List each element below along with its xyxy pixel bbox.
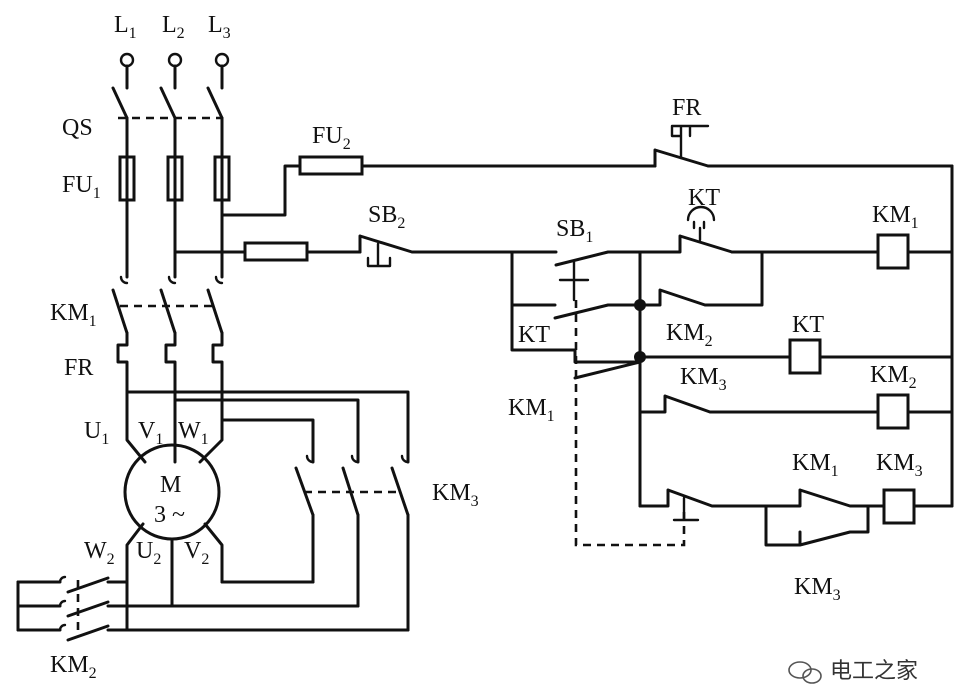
- fr-nc-contact: [653, 124, 954, 168]
- label-km3-aux: KM3: [794, 574, 841, 604]
- fu1-fuses: [118, 155, 231, 279]
- km3-coil: [882, 488, 916, 525]
- label-u2: U2: [136, 538, 161, 568]
- label-w2: W2: [84, 538, 115, 568]
- kt-timed-contact: [638, 205, 880, 254]
- km2-main-contacts: [16, 575, 174, 642]
- sb2-stop-button[interactable]: [358, 234, 514, 268]
- label-km1-nc: KM1: [792, 450, 839, 480]
- label-l3: L3: [208, 12, 231, 42]
- label-w1: W1: [178, 418, 209, 448]
- label-m: M: [160, 472, 181, 498]
- watermark-text: 电工之家: [830, 659, 918, 684]
- label-l2: L2: [162, 12, 185, 42]
- label-fu1: FU1: [62, 172, 101, 202]
- km3-nc-contact: [638, 394, 880, 414]
- kt-coil: [788, 338, 822, 375]
- label-sb2: SB2: [368, 202, 405, 232]
- label-km2-main: KM2: [50, 652, 97, 682]
- terminal-l1: [119, 52, 135, 68]
- label-kt-coil: KT: [792, 312, 824, 338]
- label-qs: QS: [62, 115, 93, 141]
- kt-nc-bottom: [638, 488, 768, 522]
- label-v1: V1: [138, 418, 163, 448]
- label-km3-main: KM3: [432, 480, 479, 510]
- km1-aux-contact: [573, 348, 642, 380]
- fr-thermal-elements: [116, 331, 224, 374]
- watermark: 电工之家: [788, 659, 918, 684]
- terminal-l2: [167, 52, 183, 68]
- label-km1-coil: KM1: [872, 202, 919, 232]
- label-km3-nc: KM3: [680, 364, 727, 394]
- km1-coil: [876, 233, 910, 270]
- label-u1: U1: [84, 418, 109, 448]
- qs-switch: [111, 86, 224, 159]
- label-kt-top: KT: [688, 185, 720, 211]
- fu2-fuse: [298, 155, 364, 176]
- sb1-start-button[interactable]: [510, 250, 642, 302]
- labels: L1 L2 L3 QS FU1 FU2 KM1 FR U1 V1 W1 M 3 …: [50, 12, 923, 682]
- label-kt-nc: KT: [518, 322, 550, 348]
- fu2-fuse-2: [243, 241, 309, 262]
- label-fr-main: FR: [64, 355, 93, 381]
- power-circuit: [16, 52, 410, 642]
- label-km3-coil: KM3: [876, 450, 923, 480]
- label-fr-ctrl: FR: [672, 95, 701, 121]
- label-v2: V2: [184, 538, 209, 568]
- wechat-icon: [788, 661, 822, 684]
- km2-coil: [876, 393, 910, 430]
- label-m3: 3 ~: [154, 502, 185, 528]
- label-km2-nc: KM2: [666, 320, 713, 350]
- label-km1-aux: KM1: [508, 395, 555, 425]
- label-sb1: SB1: [556, 216, 593, 246]
- km3-main-contacts: [125, 454, 410, 632]
- label-km1-main: KM1: [50, 300, 97, 330]
- label-km2-coil: KM2: [870, 362, 917, 392]
- control-circuit: [173, 124, 954, 547]
- label-fu2: FU2: [312, 123, 351, 153]
- label-l1: L1: [114, 12, 137, 42]
- km1-main-contacts: [111, 275, 224, 335]
- kt-nc-timed: [510, 303, 642, 320]
- terminal-l3: [214, 52, 230, 68]
- km1-nc-bottom: [764, 488, 870, 508]
